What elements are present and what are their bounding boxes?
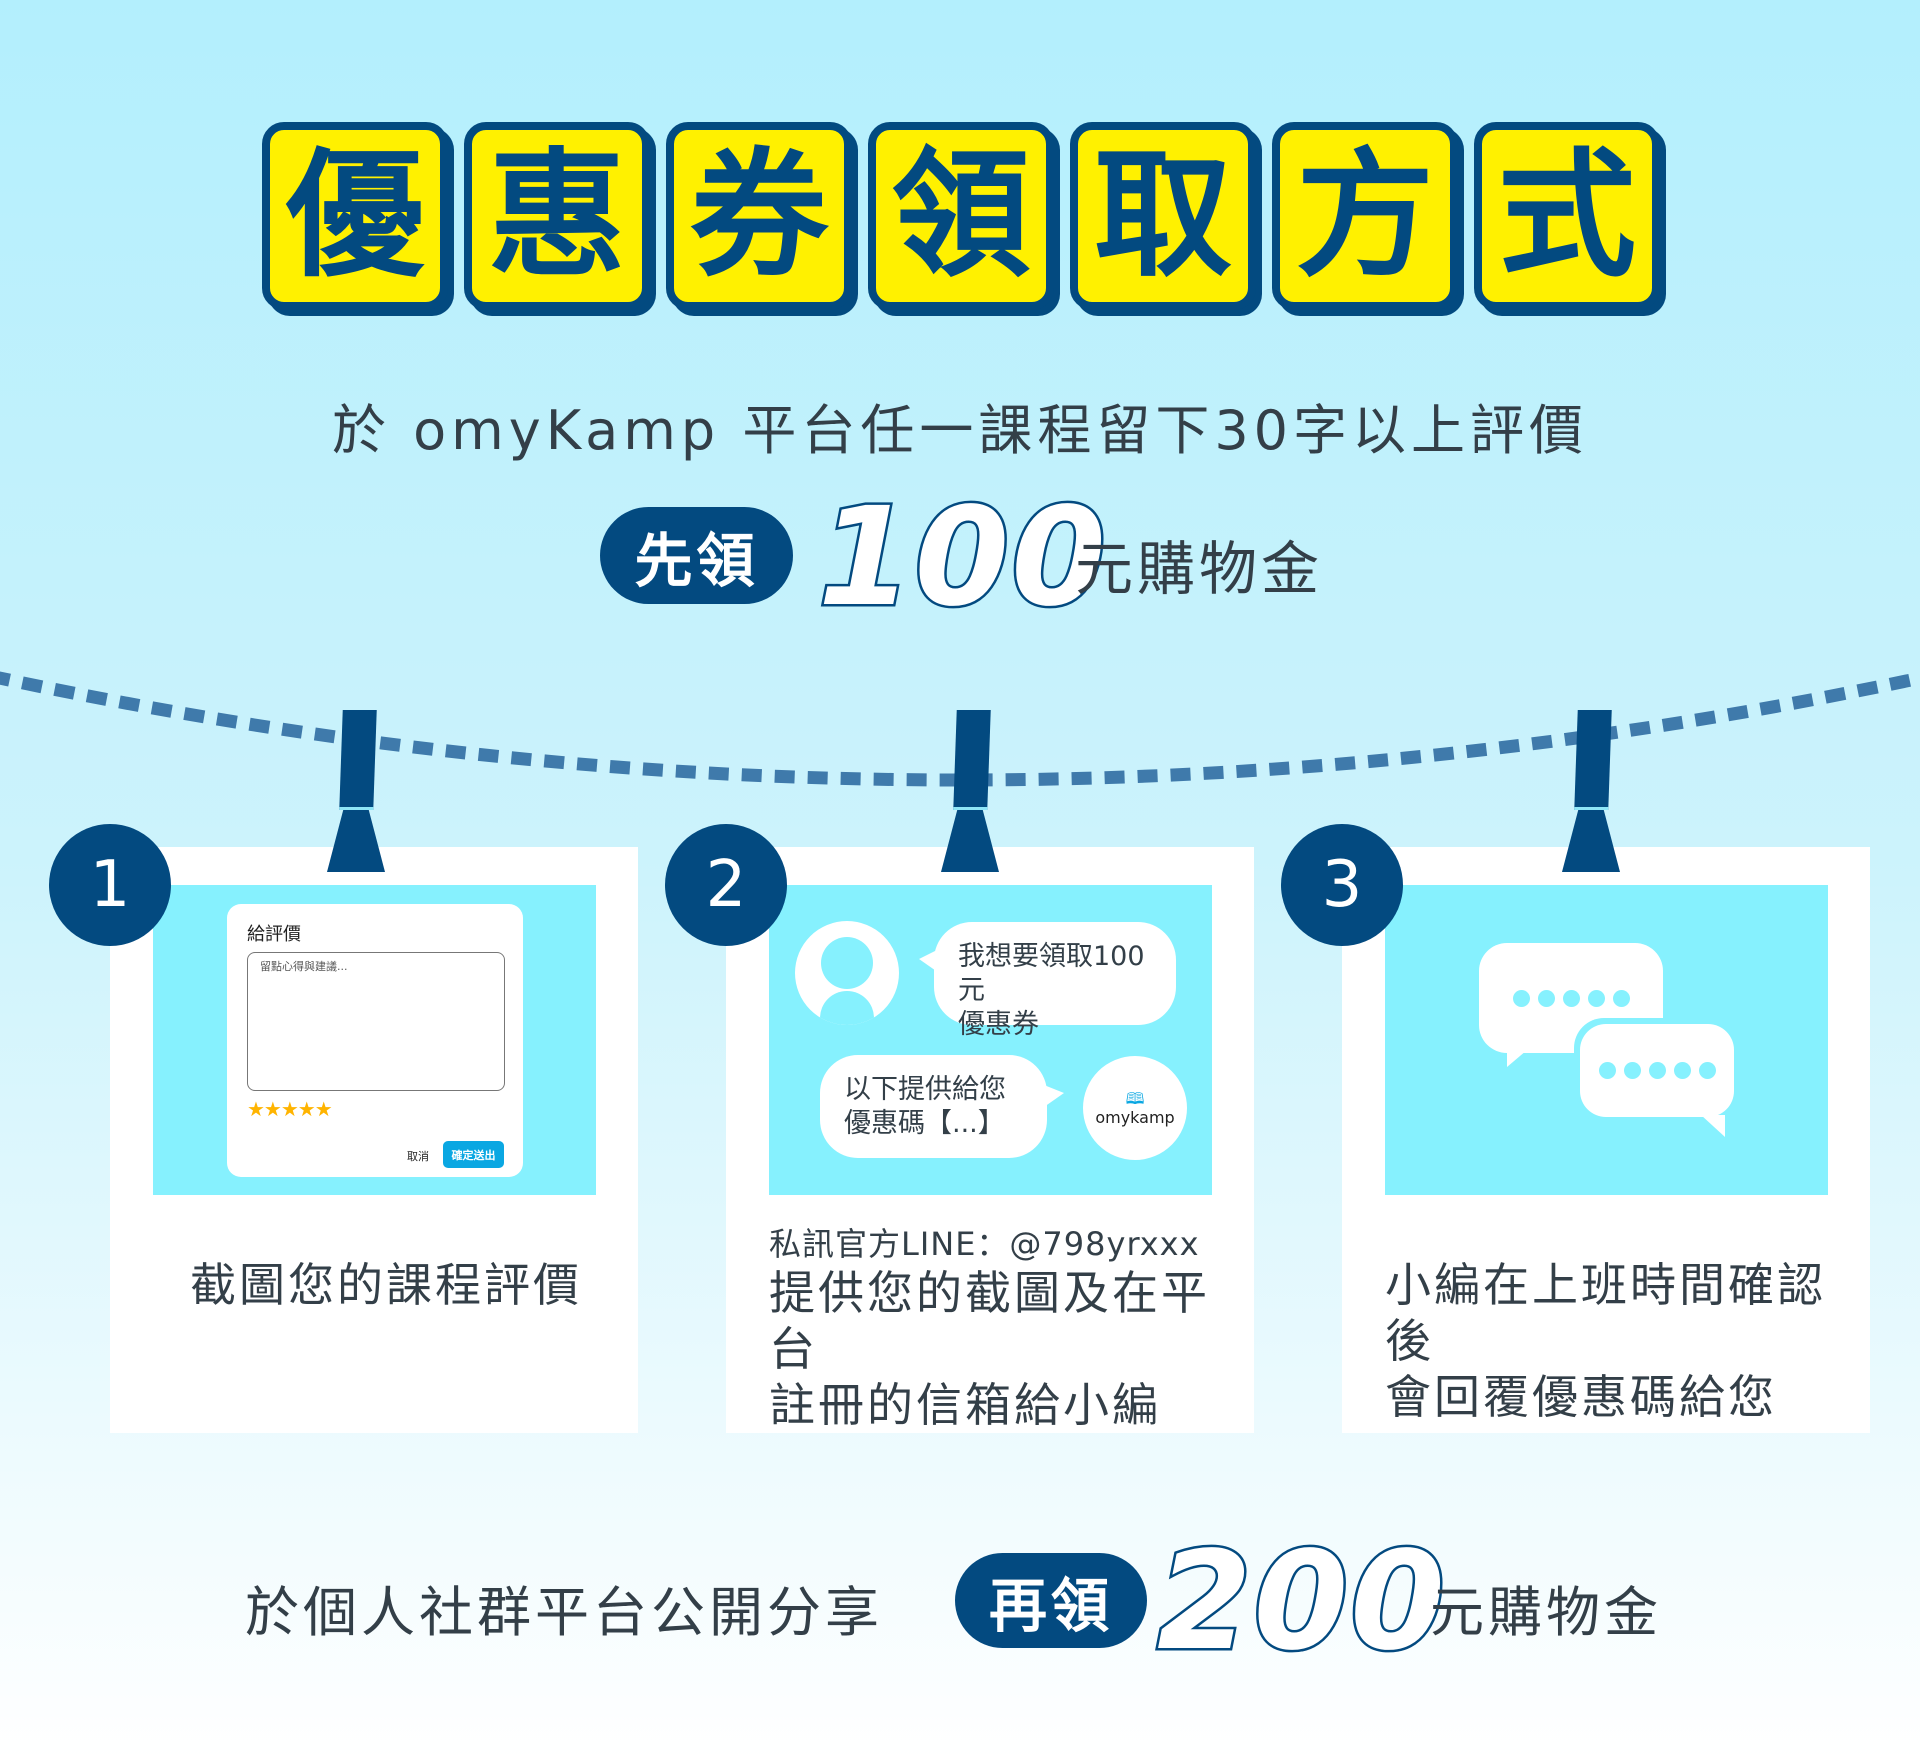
review-dialog-title: 給評價 [247,924,301,945]
line-id-note: 私訊官方LINE：@798yrxxx [769,1225,1200,1263]
first-reward-badge: 先領 [600,507,793,604]
logo-text: omykamp [1095,1107,1175,1127]
review-dialog: 給評價 留點心得與建議... ★★★★★ 取消 確定送出 [227,904,523,1177]
step-1-text: 截圖您的課程評價 [190,1258,582,1312]
second-reward-amount: 200 [1155,1523,1448,1681]
step-3-text: 小編在上班時間確認後 會回覆優惠碼給您 [1385,1257,1870,1425]
step-card-1: 給評價 留點心得與建議... ★★★★★ 取消 確定送出 截圖您的課程評價 [110,847,638,1433]
first-reward-amount: 100 [816,479,1109,637]
step-2-line: 提供您的截圖及在平台 [769,1266,1210,1376]
subtitle: 於 omyKamp 平台任一課程留下30字以上評價 [331,399,1589,462]
omykamp-logo: 🕮 omykamp [1083,1056,1187,1160]
step-3-line: 會回覆優惠碼給您 [1385,1370,1777,1424]
review-screenshot-mockup: 給評價 留點心得與建議... ★★★★★ 取消 確定送出 [153,885,596,1195]
user-message-line: 我想要領取100元 [958,941,1145,1006]
step-number-1: 1 [49,824,171,946]
user-avatar-icon [795,921,899,1025]
clothespin-icon [1562,710,1620,872]
step-3-line: 小編在上班時間確認後 [1385,1258,1826,1368]
reply-message-bubble: 以下提供給您 優惠碼【...】 [820,1055,1047,1158]
submit-button[interactable]: 確定送出 [443,1141,504,1168]
step-2-line: 註冊的信箱給小編 [769,1378,1161,1432]
first-reward-unit: 元購物金 [1075,535,1324,603]
title-char: 式 [1474,122,1660,310]
step-number-2: 2 [665,824,787,946]
clothespin-icon [941,710,999,872]
second-reward-unit: 元購物金 [1430,1581,1662,1644]
step-2-text: 提供您的截圖及在平台 註冊的信箱給小編 [769,1265,1254,1433]
reply-message-line: 以下提供給您 [844,1074,1006,1105]
second-reward-badge: 再領 [955,1553,1147,1648]
title-char: 優 [262,122,448,310]
clothesline-rope [0,671,1920,787]
review-textarea[interactable]: 留點心得與建議... [247,952,505,1091]
step-card-2: 我想要領取100元 優惠券 以下提供給您 優惠碼【...】 🕮 omykamp … [726,847,1254,1433]
user-message-bubble: 我想要領取100元 優惠券 [934,922,1176,1040]
reply-message-line: 優惠碼【...】 [844,1108,1005,1139]
star-rating[interactable]: ★★★★★ [247,1097,333,1121]
cancel-button[interactable]: 取消 [407,1150,429,1163]
title-char: 取 [1070,122,1256,310]
title-char: 惠 [464,122,650,310]
title-char: 券 [666,122,852,310]
messages-illustration [1385,885,1828,1195]
chat-mockup: 我想要領取100元 優惠券 以下提供給您 優惠碼【...】 🕮 omykamp [769,885,1212,1195]
share-condition-text: 於個人社群平台公開分享 [245,1581,883,1644]
title-char: 領 [868,122,1054,310]
step-card-3: 小編在上班時間確認後 會回覆優惠碼給您 [1342,847,1870,1433]
bubble-tail [1044,1085,1064,1107]
chat-bubble-icon [1580,1024,1734,1117]
clothespin-icon [327,710,385,872]
user-message-line: 優惠券 [958,1009,1039,1040]
book-icon: 🕮 [1125,1088,1145,1108]
title-char: 方 [1272,122,1458,310]
step-number-3: 3 [1281,824,1403,946]
